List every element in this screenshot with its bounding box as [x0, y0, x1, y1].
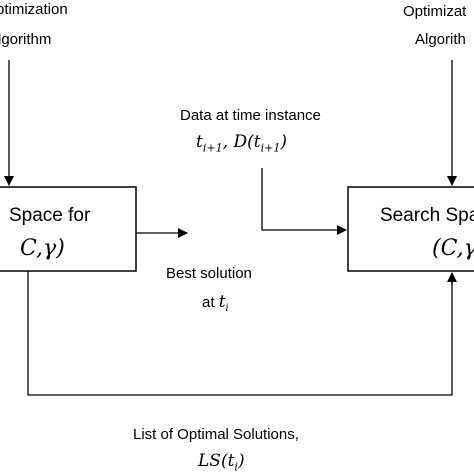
data-time-var: t: [196, 132, 203, 152]
list-ls: LS: [198, 451, 221, 471]
top-left-label-line2: lgorithm: [0, 31, 52, 48]
list-label-line2: LS(ti): [198, 451, 245, 474]
data-label-line1: Data at time instance: [180, 107, 321, 124]
list-label-line1: List of Optimal Solutions,: [133, 426, 299, 443]
best-solution-var: t: [218, 292, 226, 312]
data-label-line2: ti+1, D(ti+1): [196, 132, 288, 155]
right-box-params: (C,γ: [432, 236, 474, 261]
best-solution-line2: at ti: [202, 294, 229, 314]
top-left-label: ptimization: [0, 2, 68, 17]
data-arrow: [261, 168, 346, 231]
data-fn-end: ): [280, 132, 288, 152]
best-solution-sub: i: [225, 303, 229, 314]
list-sub: i: [234, 460, 238, 474]
right-box-title: Search Spa: [380, 205, 474, 226]
left-box-title: Space for: [9, 205, 91, 226]
top-right-label-line1: Optimizat: [403, 3, 467, 20]
data-time-sub: i+1: [202, 141, 223, 155]
feedback-loop-arrow: [27, 271, 453, 396]
best-solution-prefix: at: [202, 294, 219, 311]
list-end: ): [237, 451, 245, 471]
top-left-label-2: lgorithm: [0, 32, 51, 47]
left-search-space-box: [0, 186, 137, 272]
top-right-label: Optimizat: [403, 4, 466, 19]
best-solution-line1: Best solution: [166, 265, 252, 282]
data-fn-mid: , D(t: [222, 132, 261, 152]
list-arg: (t: [220, 451, 235, 471]
top-right-label-line2: Algorith: [415, 31, 466, 48]
left-box-params: C,γ): [20, 236, 65, 261]
top-right-label-2: Algorith: [415, 32, 466, 47]
right-search-space-box: [347, 186, 474, 272]
data-fn-sub: i+1: [260, 141, 281, 155]
top-left-label-line1: ptimization: [0, 1, 68, 18]
